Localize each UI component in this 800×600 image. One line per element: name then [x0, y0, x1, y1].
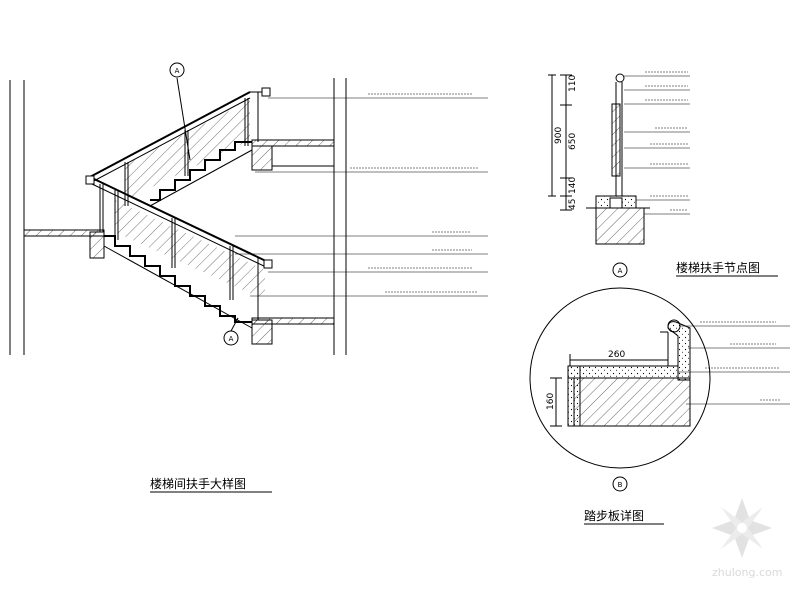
- watermark-logo-icon: [712, 498, 772, 558]
- watermark-text: zhulong.com: [712, 566, 782, 579]
- elevation-title: 楼梯间扶手大样图: [150, 476, 246, 491]
- node-annotation-marks: [645, 71, 688, 211]
- dim-650: 650: [568, 133, 578, 150]
- dim-140: 140: [568, 177, 578, 194]
- dim-45: 45: [568, 199, 578, 210]
- dim-160: 160: [546, 393, 556, 410]
- callout-a-bottom: A: [229, 335, 234, 343]
- dim-900: 900: [554, 127, 564, 144]
- handrail-node-detail: 110 650 900 140 45: [548, 71, 778, 278]
- tread-annotation-marks: [700, 321, 780, 401]
- tread-title: 踏步板详图: [584, 508, 644, 523]
- tread-detail: 260 160 B 踏步板详图: [529, 287, 790, 525]
- node-callout-a: A: [618, 267, 623, 275]
- stair-elevation: A A 楼梯间扶手大样图: [9, 62, 488, 493]
- dim-110: 110: [568, 75, 578, 92]
- watermark: zhulong.com: [712, 498, 782, 579]
- elevation-annotation-marks: [350, 93, 478, 293]
- handrail-node-title: 楼梯扶手节点图: [676, 260, 760, 275]
- callout-a-top: A: [175, 67, 180, 75]
- tread-callout-b: B: [618, 481, 623, 489]
- dim-260: 260: [608, 350, 625, 360]
